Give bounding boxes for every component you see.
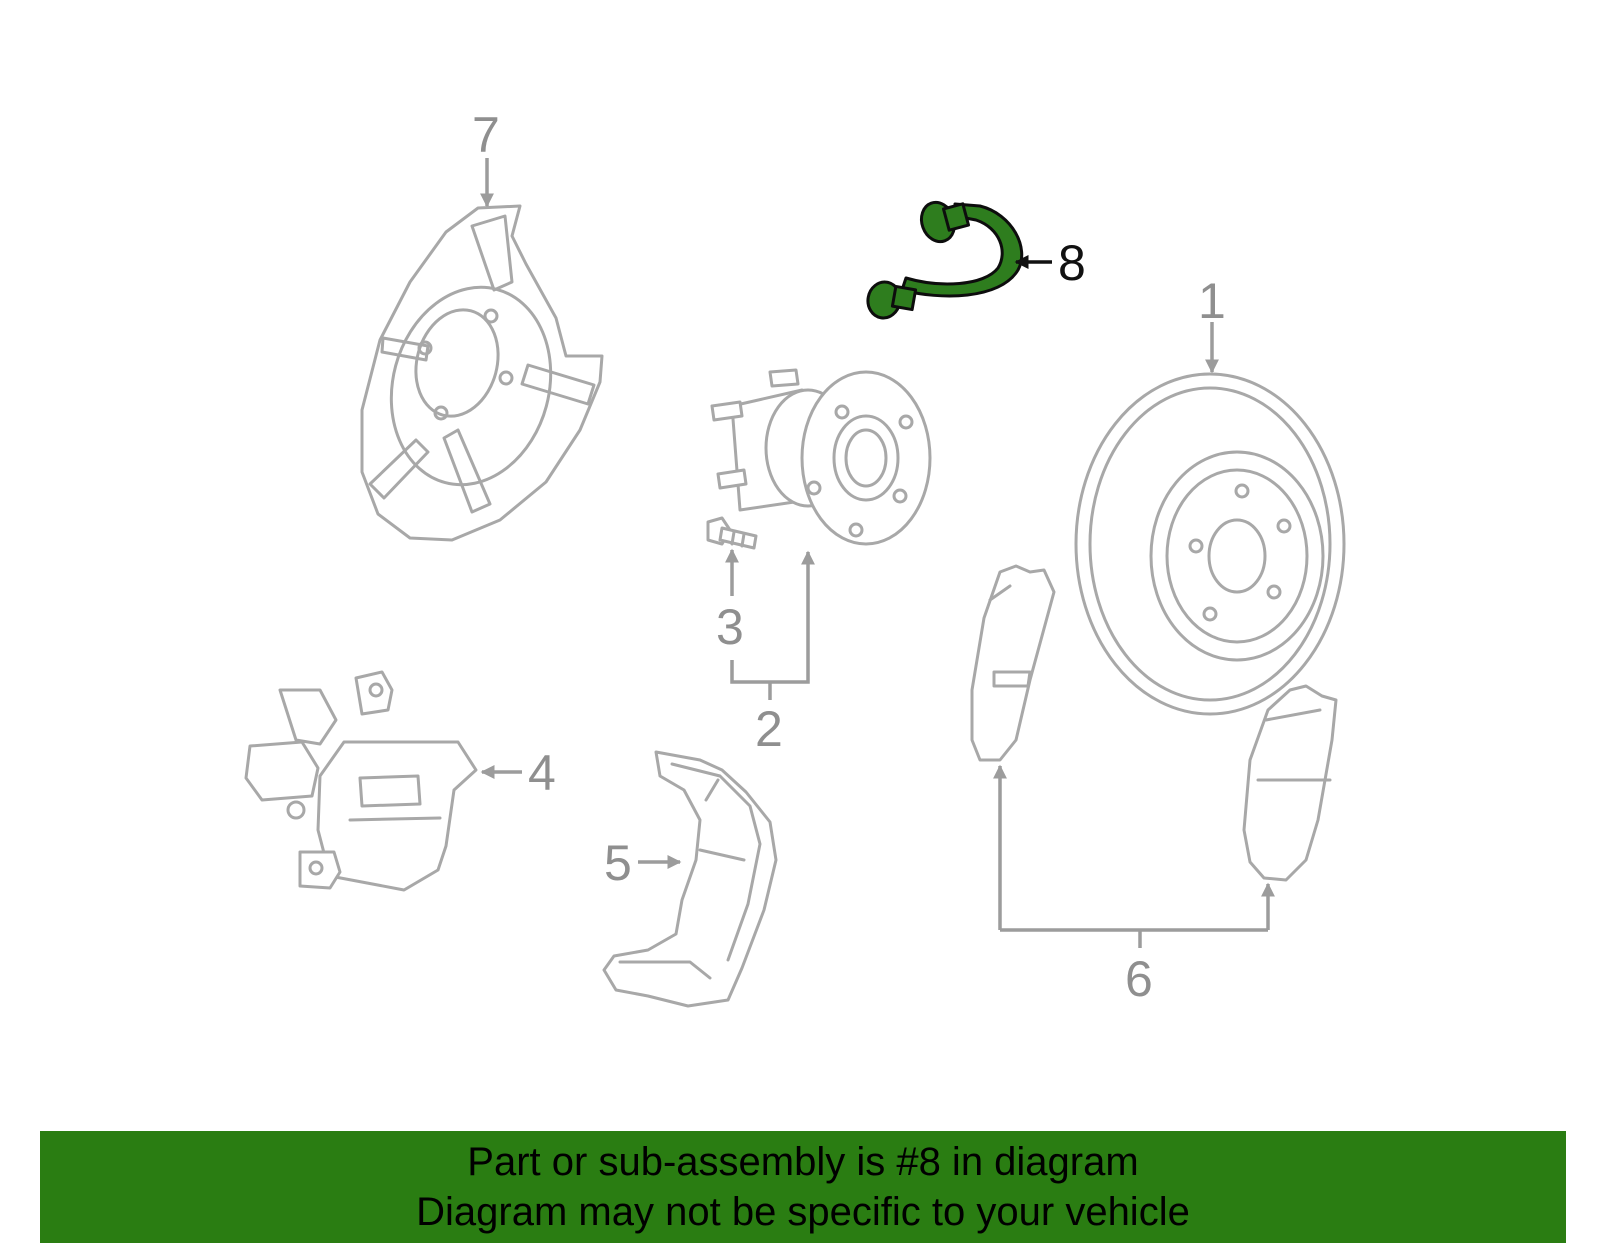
callout-2: 2	[755, 701, 783, 757]
callout-8: 8	[1058, 235, 1086, 291]
callout-4: 4	[528, 745, 556, 801]
part-5-caliper-bracket[interactable]	[602, 750, 778, 1008]
callout-7: 7	[472, 107, 500, 163]
part-6-brake-pads[interactable]	[970, 564, 1338, 882]
part-1-brake-rotor[interactable]	[1074, 372, 1346, 716]
banner-line-2: Diagram may not be specific to your vehi…	[416, 1190, 1190, 1234]
banner-line-1: Part or sub-assembly is #8 in diagram	[467, 1140, 1139, 1184]
part-7-splash-shield[interactable]	[360, 204, 604, 542]
callout-6: 6	[1125, 951, 1153, 1007]
part-2-hub-bearing[interactable]	[710, 368, 932, 546]
part-4-caliper[interactable]	[244, 670, 478, 892]
part-3-wheel-stud[interactable]	[706, 516, 758, 550]
part-8-brake-hose[interactable]	[865, 198, 1024, 321]
callout-1: 1	[1198, 273, 1226, 329]
info-banner: Part or sub-assembly is #8 in diagram Di…	[40, 1131, 1566, 1243]
callout-3: 3	[716, 599, 744, 655]
callout-5: 5	[604, 835, 632, 891]
